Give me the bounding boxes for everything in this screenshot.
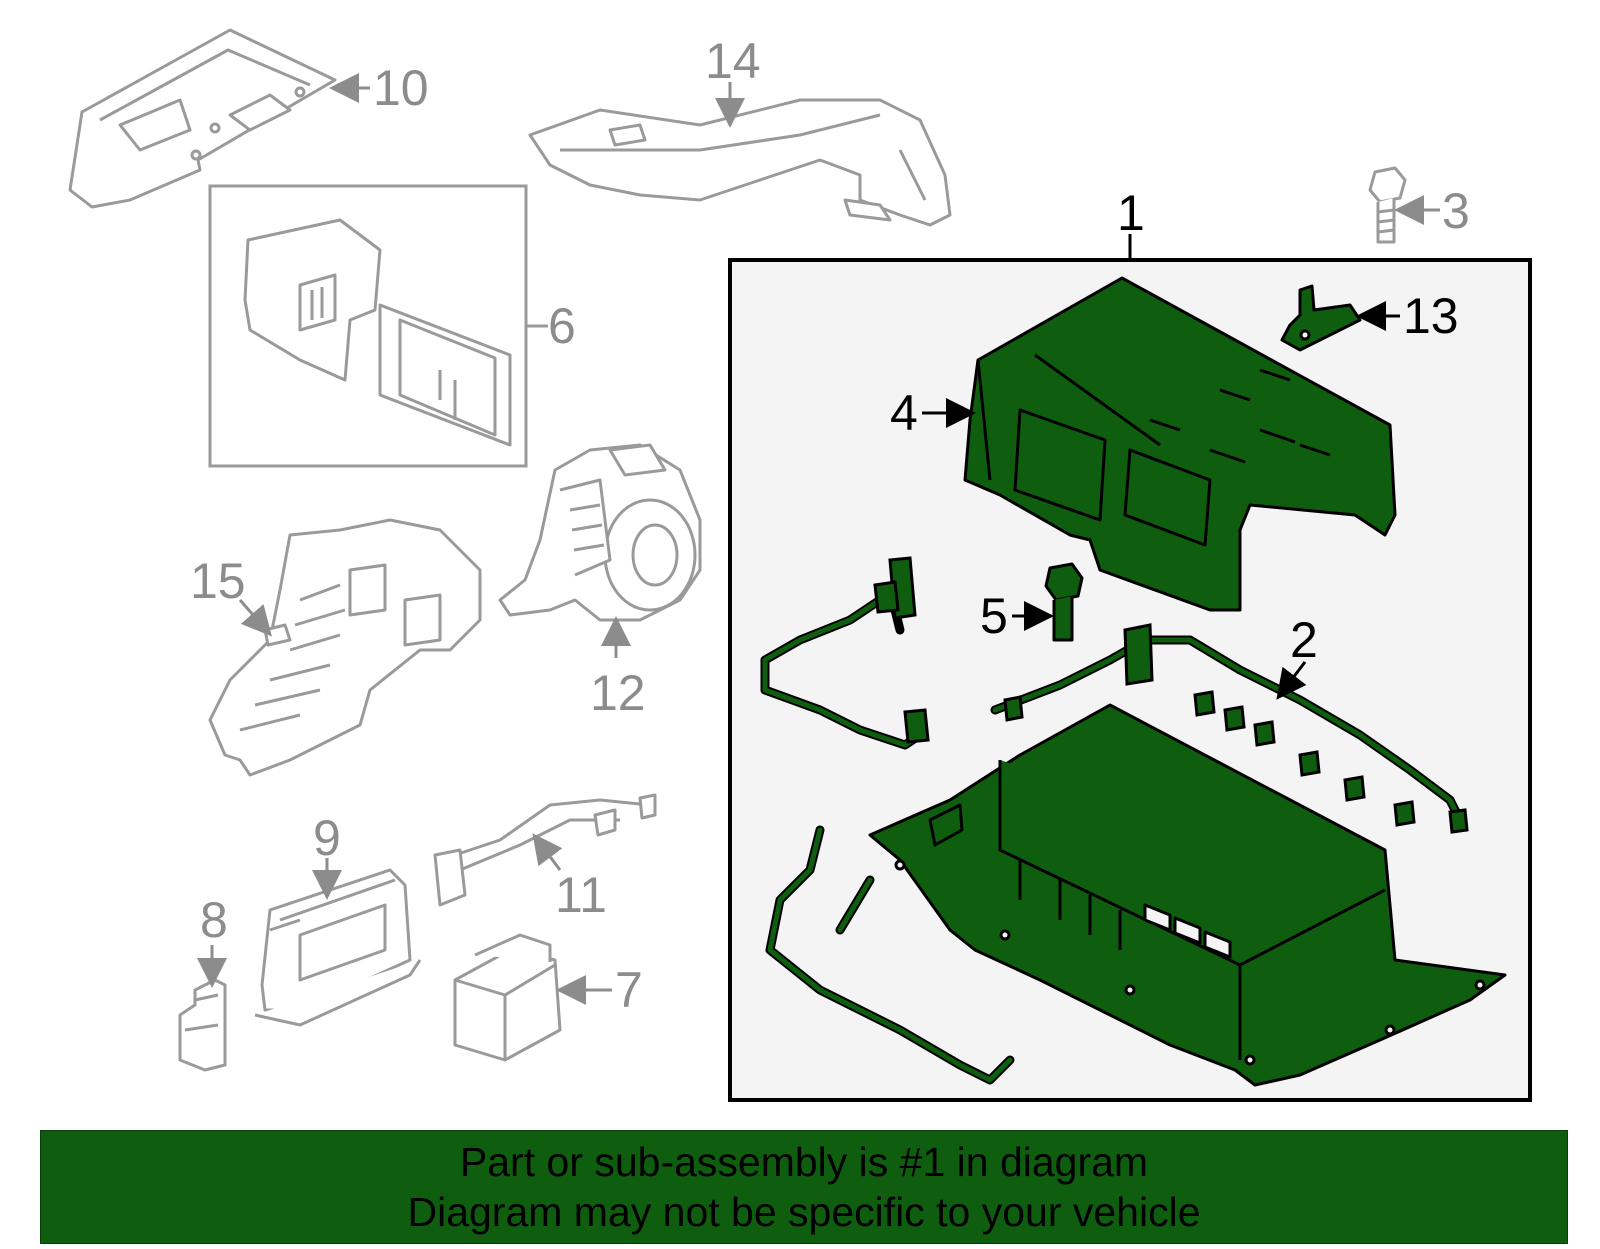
callout-8: 8 xyxy=(200,892,228,948)
part-2-harness-connectors xyxy=(1003,623,1469,834)
leader-11 xyxy=(532,833,563,871)
leader-2 xyxy=(1276,661,1307,700)
callout-13: 13 xyxy=(1403,288,1459,344)
banner-line-1: Part or sub-assembly is #1 in diagram xyxy=(459,1139,1149,1185)
callout-15: 15 xyxy=(190,553,246,609)
callout-4: 4 xyxy=(890,385,918,441)
part-5-bolt xyxy=(1044,562,1084,642)
part-14-duct xyxy=(528,98,952,227)
callout-11: 11 xyxy=(555,867,607,923)
part-8-connector xyxy=(178,978,227,1072)
part-11-harness xyxy=(433,793,657,907)
part-1-left-harness-connectors xyxy=(873,556,930,744)
part-13-bracket xyxy=(1280,284,1362,352)
part-1-lower-harness-fill xyxy=(767,827,1013,1083)
callout-10: 10 xyxy=(373,60,429,116)
callout-5: 5 xyxy=(980,588,1008,644)
leader-15 xyxy=(238,599,272,637)
callout-9: 9 xyxy=(313,810,341,866)
part-4-battery-cover xyxy=(963,276,1397,612)
part-15-heater-unit xyxy=(208,518,482,777)
part-1-left-harness-fill xyxy=(762,577,923,748)
part-3-bolt xyxy=(1368,166,1407,244)
callout-7: 7 xyxy=(615,962,643,1018)
part-7-relay-box xyxy=(453,933,562,1062)
callout-1: 1 xyxy=(1117,185,1145,241)
part-9-module xyxy=(254,868,422,1027)
part-12-blower xyxy=(498,443,702,622)
part-6-panels xyxy=(243,218,512,447)
part-10-bracket xyxy=(68,28,337,209)
callout-12: 12 xyxy=(590,665,646,721)
info-banner: Part or sub-assembly is #1 in diagram Di… xyxy=(40,1130,1568,1244)
callout-14: 14 xyxy=(705,33,761,89)
callout-2: 2 xyxy=(1290,612,1318,668)
callout-6: 6 xyxy=(548,298,576,354)
part-2-harness-fill xyxy=(992,637,1463,823)
callout-3: 3 xyxy=(1442,183,1470,239)
banner-line-2: Diagram may not be specific to your vehi… xyxy=(407,1189,1201,1235)
part-1-battery-tray xyxy=(868,703,1507,1087)
